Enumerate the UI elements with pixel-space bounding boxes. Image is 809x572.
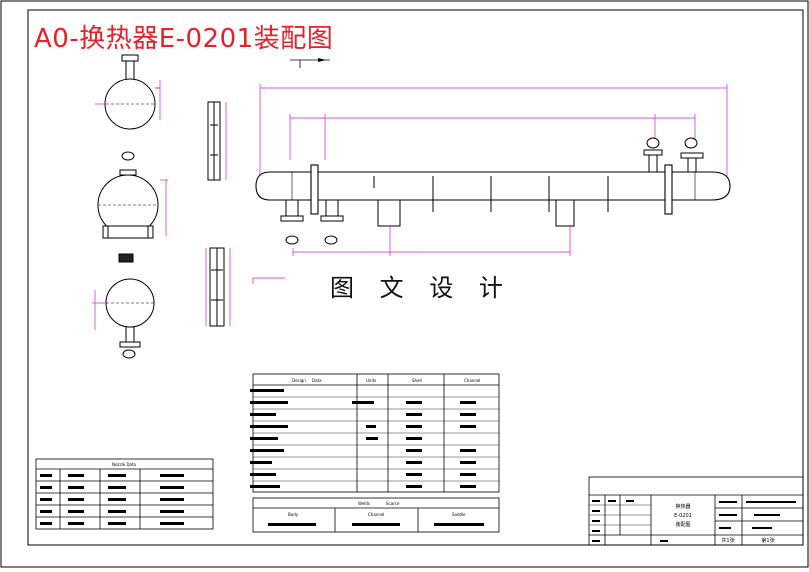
header-units: Units	[366, 378, 376, 383]
drawing-title: A0-换热器E-0201装配图	[34, 24, 334, 54]
weld-table	[252, 497, 500, 533]
weld-body: Body	[288, 512, 299, 517]
weld-saddle: Saddle	[452, 512, 466, 517]
title-block-fill	[592, 500, 796, 542]
header-design: Design	[292, 378, 306, 383]
baffles	[373, 176, 609, 212]
title-block-text: 换热器 E-0201 装配图 共1张 第1张	[674, 503, 774, 544]
nozzle-table-fill	[40, 474, 184, 525]
inner-border	[27, 9, 804, 546]
tb-name: 换热器	[675, 503, 690, 510]
dimension-lines-top	[259, 84, 728, 176]
end-view-bottom	[92, 278, 155, 359]
header-channel: Channel	[464, 378, 480, 383]
plate-view-1	[207, 101, 227, 181]
weld-header-welds: Welds	[358, 501, 370, 506]
tb-type: 装配图	[675, 521, 690, 528]
design-table-fill	[250, 389, 476, 488]
plate-view-2	[205, 247, 231, 327]
weld-table-fill	[268, 523, 484, 526]
weld-header-scarce: Scarce	[386, 501, 400, 506]
nozzles-bottom	[280, 199, 344, 245]
tb-number: E-0201	[674, 513, 692, 519]
nozzles-top	[643, 137, 704, 173]
header-shell: Shell	[412, 378, 422, 383]
view-arrow	[290, 58, 330, 68]
watermark-text: 图 文 设 计	[330, 274, 512, 302]
design-table-headers: Design Data Units Shell Channel	[292, 378, 480, 383]
saddles	[377, 199, 575, 227]
end-view-saddle	[97, 169, 168, 263]
dimension-lines-bottom	[252, 225, 571, 284]
design-table	[252, 373, 500, 493]
tb-sheet-no: 第1张	[761, 537, 774, 544]
header-data: Data	[312, 378, 322, 383]
nozzle-table-title: Nozzle Data	[112, 462, 137, 467]
tb-sheets: 共1张	[721, 537, 734, 544]
weld-channel: Channel	[368, 512, 384, 517]
nozzle-table	[35, 458, 214, 530]
title-block	[588, 476, 804, 546]
end-view-top	[95, 54, 161, 161]
